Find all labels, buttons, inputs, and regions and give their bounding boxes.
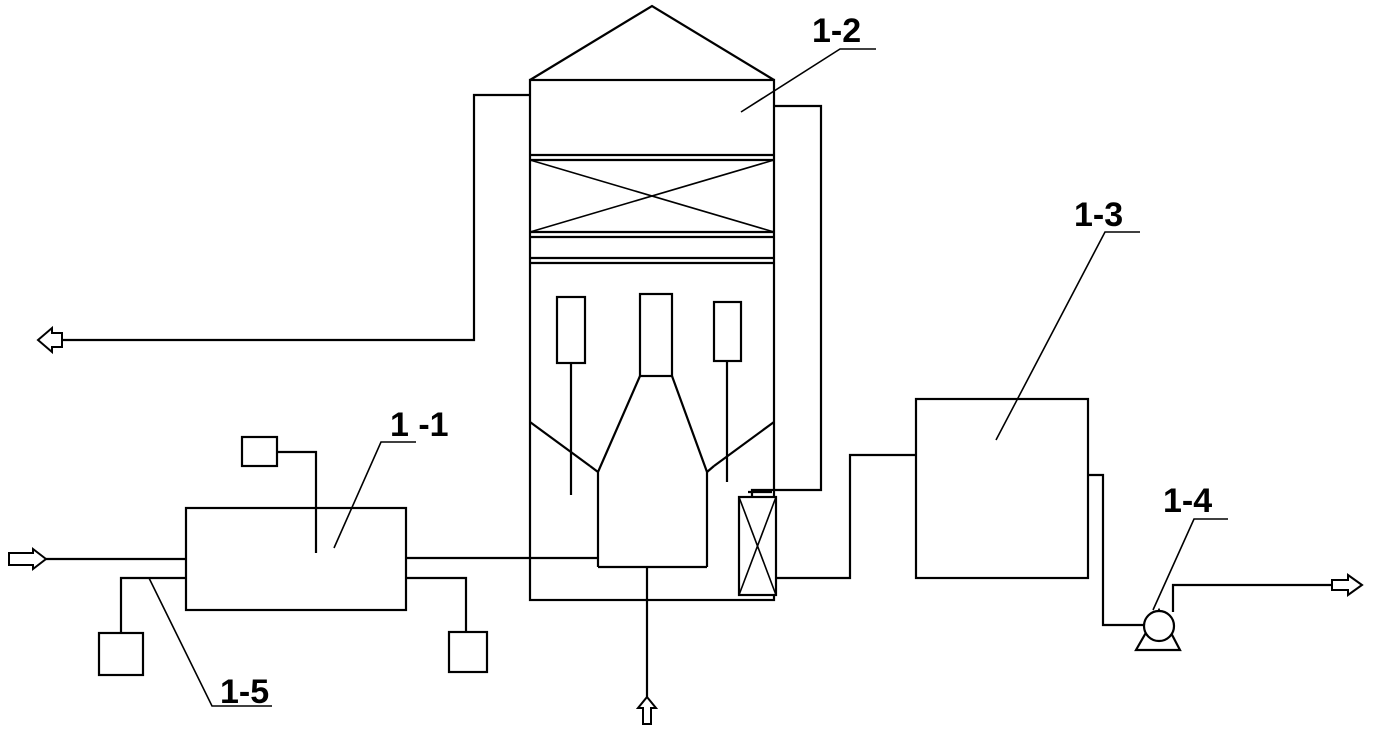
instrument-box-right (447, 630, 489, 674)
top-outlet-line (58, 93, 530, 342)
instrument-box-top (240, 435, 279, 468)
tank-1-3 (776, 397, 1145, 627)
instrument-line-right (406, 576, 468, 632)
filter-unit-cross (738, 496, 777, 596)
label-1-5: 1-5 (220, 673, 269, 711)
leader-line-1-2 (740, 48, 876, 113)
label-1-3: 1-3 (1074, 196, 1123, 234)
tank-body (914, 397, 1090, 580)
vessel-body (184, 506, 408, 612)
funnel-lip (706, 465, 715, 473)
pump-outlet-arrow (1331, 573, 1364, 597)
tank-to-pump-line (1088, 473, 1145, 627)
electrode-right (712, 300, 743, 363)
leader-line-1-4 (1152, 518, 1228, 611)
tower-to-tank-line (776, 453, 916, 580)
funnel-left (596, 375, 642, 567)
instrument-box-left (97, 631, 145, 677)
instrument-line-left (119, 576, 186, 633)
bottom-inlet-arrow (635, 695, 659, 725)
top-outlet-arrow (36, 325, 63, 355)
tower-1-2 (528, 4, 823, 697)
tower-body (528, 78, 776, 602)
vessel-1-1 (46, 435, 598, 677)
label-1-1: 1 -1 (390, 406, 449, 444)
instrument-line-top (277, 450, 318, 553)
funnel-lip (589, 465, 599, 473)
label-1-4: 1-4 (1163, 482, 1212, 520)
label-1-2: 1-2 (812, 12, 861, 50)
tower-roof (529, 4, 775, 81)
leader-line-1-1 (333, 441, 416, 549)
leader-line-1-5 (148, 577, 272, 707)
baffle-right (713, 421, 775, 467)
recycle-line (750, 104, 823, 497)
pump-1-4 (1134, 573, 1364, 652)
electrode-left (555, 295, 587, 365)
leader-line-1-3 (995, 231, 1140, 441)
pump-casing (1142, 609, 1176, 643)
pump-outlet-line (1171, 583, 1343, 612)
baffle-left (529, 421, 591, 467)
electrode-center (638, 292, 674, 378)
packing-bed-cross (529, 159, 775, 233)
feed-inlet-arrow (8, 546, 48, 572)
funnel-right (670, 375, 709, 567)
